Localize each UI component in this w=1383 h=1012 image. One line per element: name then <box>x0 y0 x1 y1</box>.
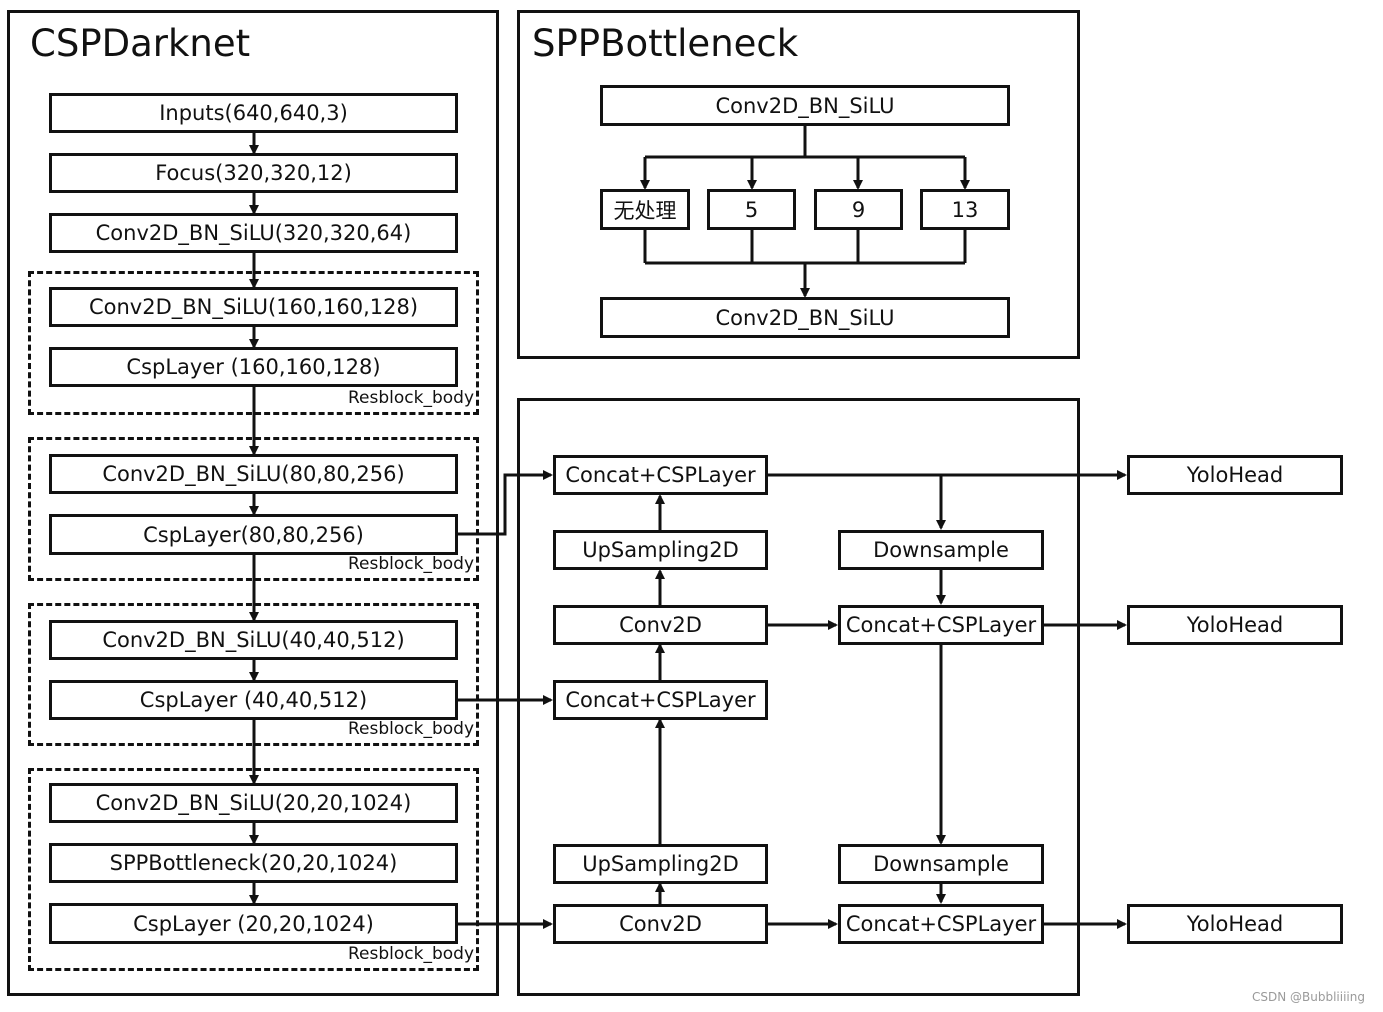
csplayer-box-3: CspLayer (40,40,512) <box>49 680 458 720</box>
resblock-label-4: Resblock_body <box>348 944 475 964</box>
concat-csplayer-top: Concat+CSPLayer <box>553 455 768 495</box>
conv-bn-silu-box-4: Conv2D_BN_SiLU(40,40,512) <box>49 620 458 660</box>
conv-bn-silu-box-2: Conv2D_BN_SiLU(160,160,128) <box>49 287 458 327</box>
csplayer-box-2: CspLayer(80,80,256) <box>49 514 458 555</box>
csplayer-box-1: CspLayer (160,160,128) <box>49 347 458 387</box>
spp-branch-9: 9 <box>814 189 903 230</box>
concat-csplayer-pan-bottom: Concat+CSPLayer <box>838 904 1044 944</box>
resblock-label-3: Resblock_body <box>348 719 475 739</box>
spp-conv-bottom: Conv2D_BN_SiLU <box>600 297 1010 338</box>
spp-conv-top: Conv2D_BN_SiLU <box>600 85 1010 126</box>
sppbottleneck-box: SPPBottleneck(20,20,1024) <box>49 843 458 883</box>
concat-csplayer-pan-mid: Concat+CSPLayer <box>838 605 1044 645</box>
conv-bn-silu-box-1: Conv2D_BN_SiLU(320,320,64) <box>49 213 458 253</box>
yolohead-3: YoloHead <box>1127 904 1343 944</box>
spp-branch-5: 5 <box>707 189 796 230</box>
sppbottleneck-title: SPPBottleneck <box>532 22 799 65</box>
downsample-bottom: Downsample <box>838 844 1044 884</box>
cspdarknet-title: CSPDarknet <box>30 22 251 65</box>
yolohead-2: YoloHead <box>1127 605 1343 645</box>
spp-branch-13: 13 <box>920 189 1010 230</box>
cspdarknet-panel <box>7 10 499 996</box>
downsample-top: Downsample <box>838 530 1044 570</box>
conv2d-top: Conv2D <box>553 605 768 645</box>
upsampling2d-bottom: UpSampling2D <box>553 844 768 884</box>
csplayer-box-4: CspLayer (20,20,1024) <box>49 903 458 944</box>
concat-csplayer-mid: Concat+CSPLayer <box>553 680 768 720</box>
upsampling2d-top: UpSampling2D <box>553 530 768 570</box>
resblock-label-2: Resblock_body <box>348 554 475 574</box>
focus-box: Focus(320,320,12) <box>49 153 458 193</box>
watermark: CSDN @Bubbliiiing <box>1252 990 1365 1004</box>
sppbottleneck-panel <box>517 10 1080 359</box>
resblock-label-1: Resblock_body <box>348 388 475 408</box>
neck-panel <box>517 398 1080 996</box>
spp-branch-none: 无处理 <box>600 189 690 230</box>
inputs-box: Inputs(640,640,3) <box>49 93 458 133</box>
conv2d-bottom: Conv2D <box>553 904 768 944</box>
conv-bn-silu-box-3: Conv2D_BN_SiLU(80,80,256) <box>49 454 458 494</box>
conv-bn-silu-box-5: Conv2D_BN_SiLU(20,20,1024) <box>49 783 458 823</box>
yolohead-1: YoloHead <box>1127 455 1343 495</box>
